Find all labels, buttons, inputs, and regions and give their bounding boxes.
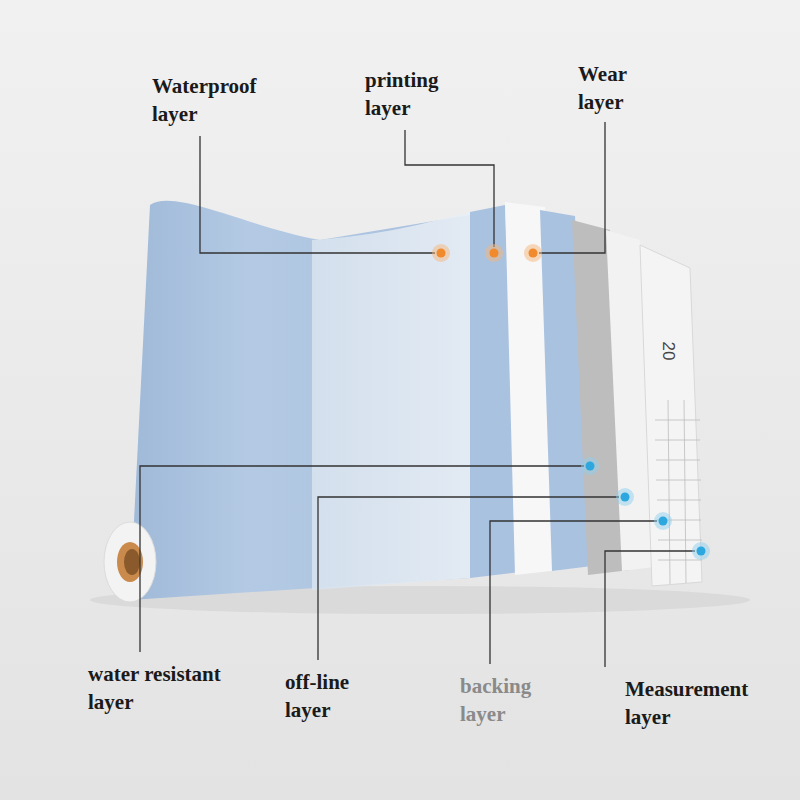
roll-core-hole bbox=[124, 549, 140, 575]
leader-lines bbox=[140, 122, 695, 667]
callout-dots bbox=[432, 244, 710, 560]
layer-label: off-line layer bbox=[285, 668, 375, 724]
roll-sheet bbox=[130, 201, 470, 600]
roll-end bbox=[104, 522, 156, 602]
layer-label: printing layer bbox=[365, 66, 465, 122]
layer-label: Waterproof layer bbox=[152, 72, 292, 128]
waterproof-film bbox=[312, 212, 470, 590]
layer-label: Measurement layer bbox=[625, 675, 790, 731]
roll-core bbox=[117, 542, 143, 582]
layer-label: Wear layer bbox=[578, 60, 648, 116]
layer-label: water resistant layer bbox=[88, 660, 248, 716]
layer-label: backing layer bbox=[460, 672, 560, 728]
grid-sheet bbox=[640, 245, 702, 586]
scale-number: 20 bbox=[659, 341, 677, 362]
